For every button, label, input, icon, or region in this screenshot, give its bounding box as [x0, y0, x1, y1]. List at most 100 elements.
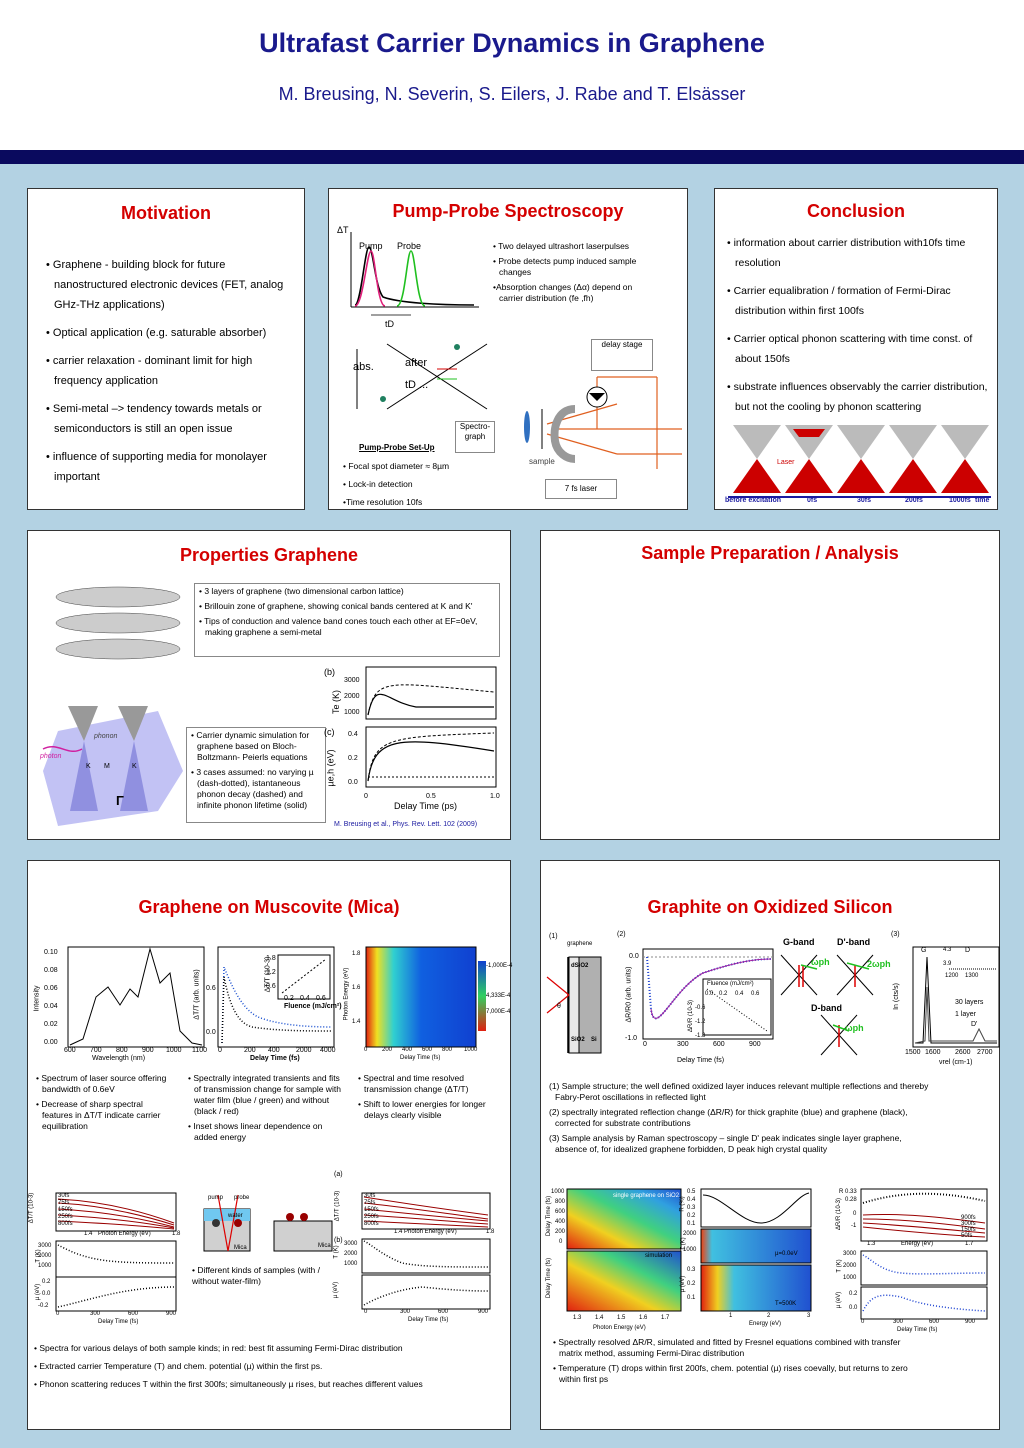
spectrograph-label: Spectro-graph [459, 422, 491, 441]
t-tick: 1000 [38, 1263, 52, 1269]
inset-xtick: 0.2 [284, 995, 294, 1002]
sim-r-plot [700, 1188, 812, 1228]
x-tick: 0.5 [426, 793, 436, 800]
mica-dtt-label: ΔT/T (10-3) [334, 1190, 341, 1222]
probe-label: probe [234, 1195, 250, 1201]
fit-dt-tick: 300 [893, 1319, 904, 1325]
m-label: M [104, 763, 110, 770]
mica-bottom-bullet: • Spectra for various delays of both sam… [34, 1343, 403, 1353]
properties-panel: Properties Graphene • 3 layers of graphe… [27, 530, 511, 840]
mu-tick: 0.0 [42, 1291, 51, 1297]
panel-3-label: (3) [891, 931, 900, 938]
fit-mutick: 0.0 [849, 1305, 858, 1311]
raman-inset: 1300 [965, 973, 979, 979]
x-tick: 0 [364, 1309, 368, 1315]
mu-axis-label: µ (eV) [35, 1283, 42, 1301]
fit-mutick: 0.2 [849, 1291, 858, 1297]
x-tick: 900 [478, 1309, 489, 1315]
mica-t-plot-b [361, 1238, 491, 1274]
raman-inset: 1200 [945, 973, 959, 979]
phonon-label: phonon [94, 733, 118, 740]
panel-b-label: (b) [334, 1237, 343, 1244]
transient-xtick: 4000 [320, 1047, 336, 1054]
map-ytick: 400 [555, 1219, 566, 1225]
fit-ytick: 0.33 [845, 1189, 857, 1195]
t-tick: 3000 [38, 1243, 52, 1249]
timeline-label: 0fs [807, 497, 818, 504]
fit-ytick: -1 [851, 1223, 857, 1229]
motivation-bullet: • influence of supporting media for mono… [46, 451, 267, 483]
pump-probe-bullet: • Probe detects pump induced sample chan… [493, 256, 637, 277]
mica-label: Mica [318, 1243, 331, 1249]
timeline-label: time [975, 497, 990, 504]
abs-label: abs. [353, 361, 374, 373]
laser-label: 7 fs laser [564, 484, 598, 493]
dt-label: ΔT [337, 225, 349, 235]
mica-bullets-1: • Spectrum of laser source offering band… [34, 1073, 174, 1136]
transient-ytick: 0.6 [206, 985, 216, 992]
sim-xtick: 1 [729, 1313, 733, 1319]
fit-ytick: 0 [853, 1211, 857, 1217]
transient-xtick: 400 [268, 1047, 280, 1054]
fit-delay: 150fs [961, 1227, 976, 1233]
pe-tick: 1.8 [486, 1229, 495, 1235]
mica-bullet: • Spectrally integrated transients and f… [188, 1073, 341, 1116]
fit-spectra-plot [860, 1188, 988, 1242]
inset-ytick: 1.8 [266, 955, 276, 962]
poster-header [0, 0, 1024, 150]
mica-delay-label: 75fs [364, 1200, 376, 1206]
map-xtick: 1000 [464, 1047, 478, 1053]
cone-timeline [728, 425, 991, 498]
inset-xtick: 0.6 [316, 995, 326, 1002]
mica-label: Mica [234, 1245, 247, 1251]
band-diagram [356, 343, 488, 410]
sample-prep-panel: Sample Preparation / Analysis [540, 530, 1000, 840]
delay-stage-label: delay stage [601, 340, 643, 349]
dt-axis-label: Delay Time (fs) [98, 1319, 139, 1325]
mica-delay-label: 150fs [364, 1207, 379, 1213]
plot-c-label: (c) [324, 727, 335, 737]
mica-spectra-a [55, 1192, 177, 1232]
fl-xtick: 0.6 [751, 991, 760, 997]
transient-xlabel: Delay Time (fs) [250, 1055, 300, 1062]
pump-label: pump [208, 1195, 224, 1201]
mica-t-plot-a [55, 1240, 177, 1278]
map-legend-label: -1,000E-4 [486, 963, 513, 969]
pulse-diagram [350, 232, 479, 316]
sample-prep-title: Sample Preparation / Analysis [641, 543, 899, 563]
mica-bullet: • Inset shows linear dependence on added… [188, 1121, 323, 1142]
fit-xtick: 1.3 [867, 1241, 876, 1247]
laser-box: 7 fs laser [545, 479, 617, 499]
map-ytick: 1.8 [352, 951, 361, 957]
sim-xtick: 3 [807, 1313, 811, 1319]
map-xtick: 800 [442, 1047, 453, 1053]
conclusion-bullet: • substrate influences observably the ca… [727, 381, 988, 413]
dp-band-label: D'-band [837, 937, 871, 947]
sim-xtick: 2 [767, 1313, 771, 1319]
sim-ttick: 1000 [683, 1247, 697, 1253]
fit-ttick: 2000 [843, 1263, 857, 1269]
conclusion-panel: Conclusion • information about carrier d… [714, 188, 998, 510]
mica-dtt-label: ΔT/T (10-3) [28, 1192, 35, 1224]
fit-mu-label: µ (eV) [836, 1291, 843, 1309]
spectrum-xlabel: Wavelength (nm) [92, 1055, 146, 1062]
raman-xtick: 2600 [955, 1049, 971, 1056]
spectrum-ytick: 0.08 [44, 967, 58, 974]
pe-label: Photon Energy (eV) [404, 1229, 457, 1235]
transient-ylabel: ΔT/T (arb. units) [193, 969, 201, 1020]
mu-tick: 0.2 [42, 1279, 51, 1285]
pump-probe-bullets: • Two delayed ultrashort laserpulses • P… [491, 241, 641, 308]
sample-sketch [203, 1194, 333, 1252]
sim-rtick: 0.3 [687, 1205, 696, 1211]
transient-ytick: 0.0 [206, 1029, 216, 1036]
poster-authors: M. Breusing, N. Severin, S. Eilers, J. R… [278, 84, 746, 104]
sim-mu-label: µ (eV) [680, 1275, 687, 1293]
sim-t-map [700, 1228, 812, 1264]
conclusion-bullet: • information about carrier distribution… [727, 237, 966, 269]
sim-t500-label: T=500K [775, 1301, 797, 1307]
sample-structure [546, 956, 602, 1054]
x-tick: 300 [90, 1311, 101, 1317]
k-label: K [86, 763, 91, 770]
spectrum-ytick: 0.06 [44, 985, 58, 992]
sim-plot [365, 666, 497, 788]
